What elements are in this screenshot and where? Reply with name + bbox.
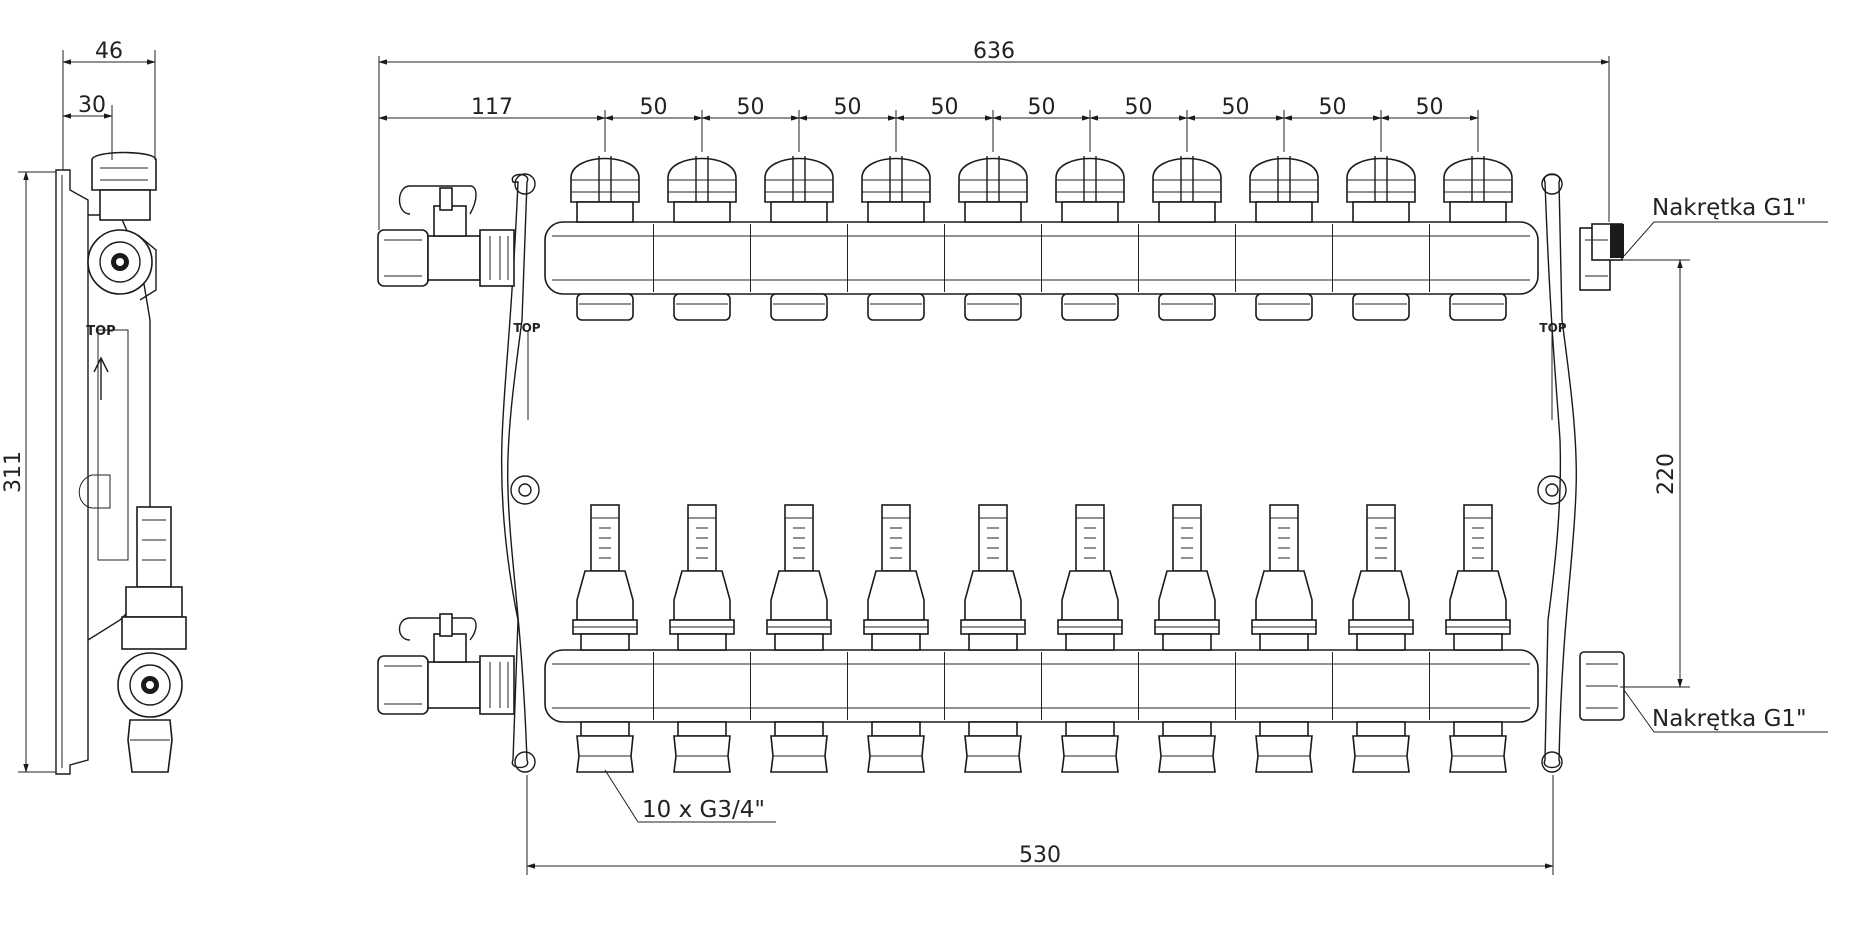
bottom-outlet [1061,721,1119,773]
bottom-end-nut [1579,651,1625,721]
label-outlets: 10 x G3/4" [642,797,765,823]
flow-meter [960,504,1026,651]
top-outlet [1061,293,1119,321]
side-view: TOP [1,39,187,775]
flow-meter [766,504,832,651]
top-outlet [1255,293,1313,321]
left-bracket [500,173,540,773]
top-ball-valve [377,185,515,287]
top-valve [1055,156,1125,223]
flow-meter [1057,504,1123,651]
dim-spacing-label: 50 [931,95,959,120]
up-arrow-icon [93,356,109,400]
bottom-outlet [673,721,731,773]
bottom-ball-valve [377,613,515,715]
top-outlet [576,293,634,321]
bottom-outlet [964,721,1022,773]
left-top-label: TOP [513,321,540,335]
top-valve [958,156,1028,223]
front-dimensions: 50 50 50 50 50 50 50 50 50 [378,56,1828,875]
label-bottom-nut: Nakrętka G1" [1652,706,1807,732]
dim-side-width: 46 [95,39,123,64]
top-outlet [1449,293,1507,321]
flow-meter [863,504,929,651]
dim-spacing-label: 50 [1416,95,1444,120]
top-valve [861,156,931,223]
top-valve [667,156,737,223]
spacing-chain: 50 50 50 50 50 50 50 50 50 [604,95,1479,152]
top-valve [1249,156,1319,223]
outlet-row [576,721,1507,773]
bar-segment-separators [653,224,1430,720]
top-valve [764,156,834,223]
flow-meter [1348,504,1414,651]
dim-mount-width: 530 [1019,843,1061,868]
side-top-rail [87,151,157,301]
dim-side-depth: 30 [78,93,106,118]
right-bracket [1537,173,1577,773]
dim-overall-height: 311 [1,451,26,493]
flow-meter [1445,504,1511,651]
dim-spacing-label: 50 [1028,95,1056,120]
flow-meter [1154,504,1220,651]
side-dimensions [18,50,156,773]
bottom-outlet [576,721,634,773]
top-outlet [964,293,1022,321]
dim-spacing-label: 50 [1125,95,1153,120]
front-view: TOP TOP [377,39,1828,875]
top-valve-row [570,156,1513,321]
flow-meter [572,504,638,651]
dim-spacing-label: 50 [1319,95,1347,120]
top-valve [570,156,640,223]
dim-overall-width: 636 [973,39,1015,64]
bottom-outlet [1352,721,1410,773]
top-outlet [1158,293,1216,321]
bottom-outlet [867,721,925,773]
right-top-label: TOP [1539,321,1566,335]
label-top-nut: Nakrętka G1" [1652,195,1807,221]
side-top-label: TOP [86,324,115,339]
dim-spacing-label: 50 [737,95,765,120]
flow-meter [669,504,735,651]
dim-spacing-label: 50 [1222,95,1250,120]
top-valve [1346,156,1416,223]
top-valve [1443,156,1513,223]
bottom-outlet [1255,721,1313,773]
flow-meter [1251,504,1317,651]
top-outlet [673,293,731,321]
top-end-nut [1579,223,1624,291]
top-valve [1152,156,1222,223]
flow-meter-row [572,504,1511,651]
top-outlet [770,293,828,321]
dim-rail-spacing: 220 [1654,453,1679,495]
dim-spacing-label: 50 [640,95,668,120]
side-bottom-rail [117,506,187,773]
bottom-outlet [1449,721,1507,773]
top-outlet [1352,293,1410,321]
dim-first-offset: 117 [471,95,513,120]
top-outlet [867,293,925,321]
bottom-outlet [770,721,828,773]
dim-spacing-label: 50 [834,95,862,120]
bottom-outlet [1158,721,1216,773]
